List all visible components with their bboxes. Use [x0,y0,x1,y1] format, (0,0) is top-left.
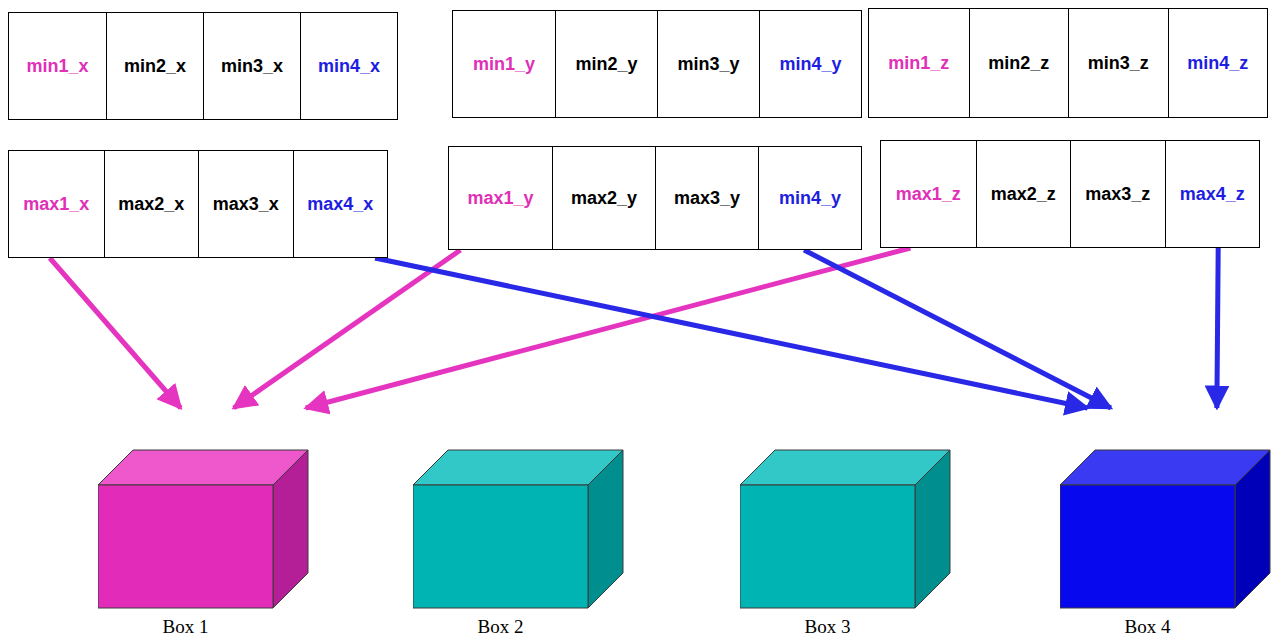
table-cell: min1_z [869,9,969,117]
table-cell: max1_y [449,147,552,249]
table-cell: min3_y [657,11,759,117]
box-label: Box 3 [740,616,915,638]
box-cube: Box 2 [413,408,625,640]
value-table: min1_zmin2_zmin3_zmin4_z [868,8,1268,118]
box-cube: Box 4 [1060,408,1272,640]
table-cell: min2_y [555,11,657,117]
box-label: Box 2 [413,616,588,638]
table-cell: max4_z [1165,141,1260,247]
cube-shape [98,408,310,610]
arrow-connector [306,248,911,408]
table-cell: min4_z [1168,9,1268,117]
table-cell: min3_x [203,13,300,119]
cube-shape [1060,408,1272,610]
table-cell: max4_x [293,151,388,257]
table-cell: min4_y [758,147,861,249]
table-cell: min1_y [453,11,555,117]
box-label: Box 4 [1060,616,1235,638]
table-cell: min2_x [106,13,203,119]
table-cell: max3_z [1070,141,1165,247]
arrow-connector [1217,248,1218,408]
table-cell: min4_x [300,13,397,119]
arrow-connector [50,258,181,408]
table-cell: min3_z [1068,9,1168,117]
value-table: min1_ymin2_ymin3_ymin4_y [452,10,862,118]
arrow-connector [234,250,461,408]
box-cube: Box 1 [98,408,310,640]
value-table: max1_xmax2_xmax3_xmax4_x [8,150,388,258]
table-cell: max1_x [9,151,104,257]
table-cell: max2_y [552,147,655,249]
arrow-connector [375,258,1087,408]
value-table: max1_ymax2_ymax3_ymin4_y [448,146,862,250]
box-cube: Box 3 [740,408,952,640]
table-cell: max2_x [104,151,199,257]
table-cell: min4_y [759,11,861,117]
table-cell: max2_z [976,141,1071,247]
arrow-connector [804,250,1111,408]
cube-shape [740,408,952,610]
value-table: max1_zmax2_zmax3_zmax4_z [880,140,1260,248]
table-cell: max3_x [198,151,293,257]
table-cell: max1_z [881,141,976,247]
table-cell: max3_y [655,147,758,249]
cube-shape [413,408,625,610]
table-cell: min2_z [969,9,1069,117]
value-table: min1_xmin2_xmin3_xmin4_x [8,12,398,120]
box-label: Box 1 [98,616,273,638]
table-cell: min1_x [9,13,106,119]
